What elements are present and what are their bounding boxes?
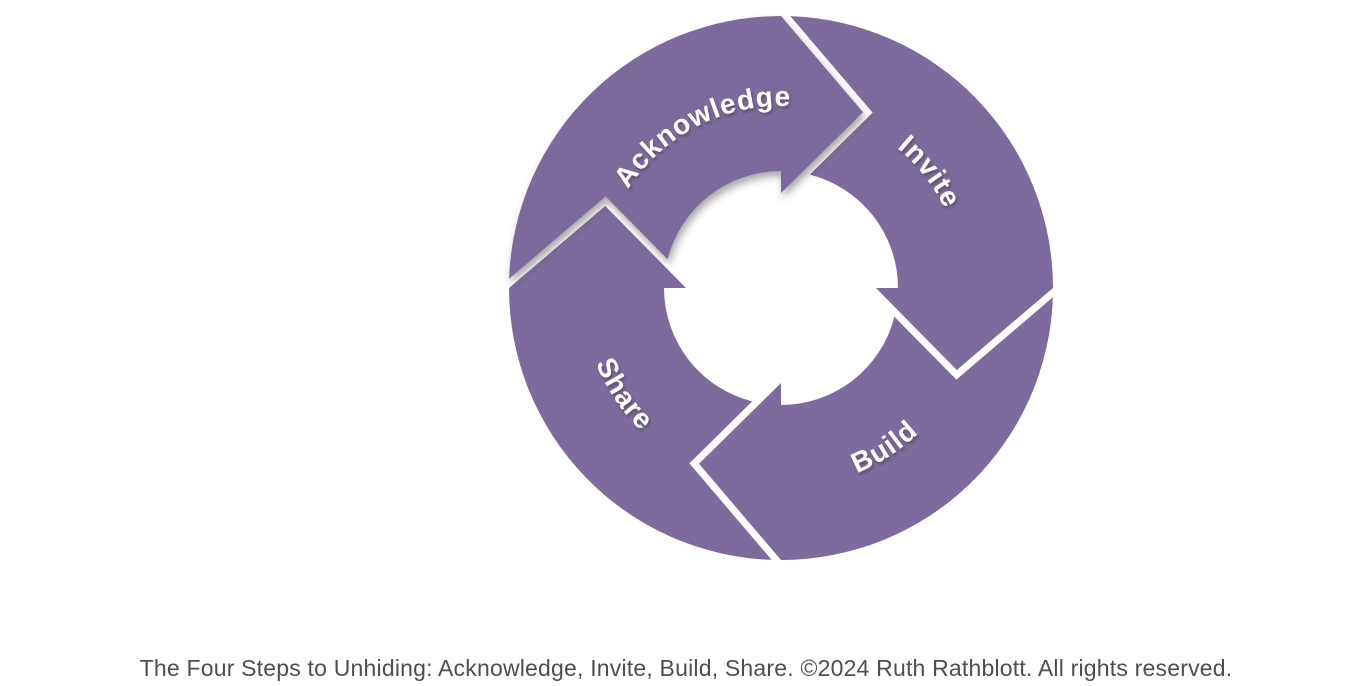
arrow-segment-acknowledge [509,15,863,279]
arrow-segment-share [508,206,772,560]
arrow-segment-invite [790,16,1054,370]
caption: The Four Steps to Unhiding: Acknowledge,… [139,655,1233,681]
arrow-segment-build [699,297,1053,561]
